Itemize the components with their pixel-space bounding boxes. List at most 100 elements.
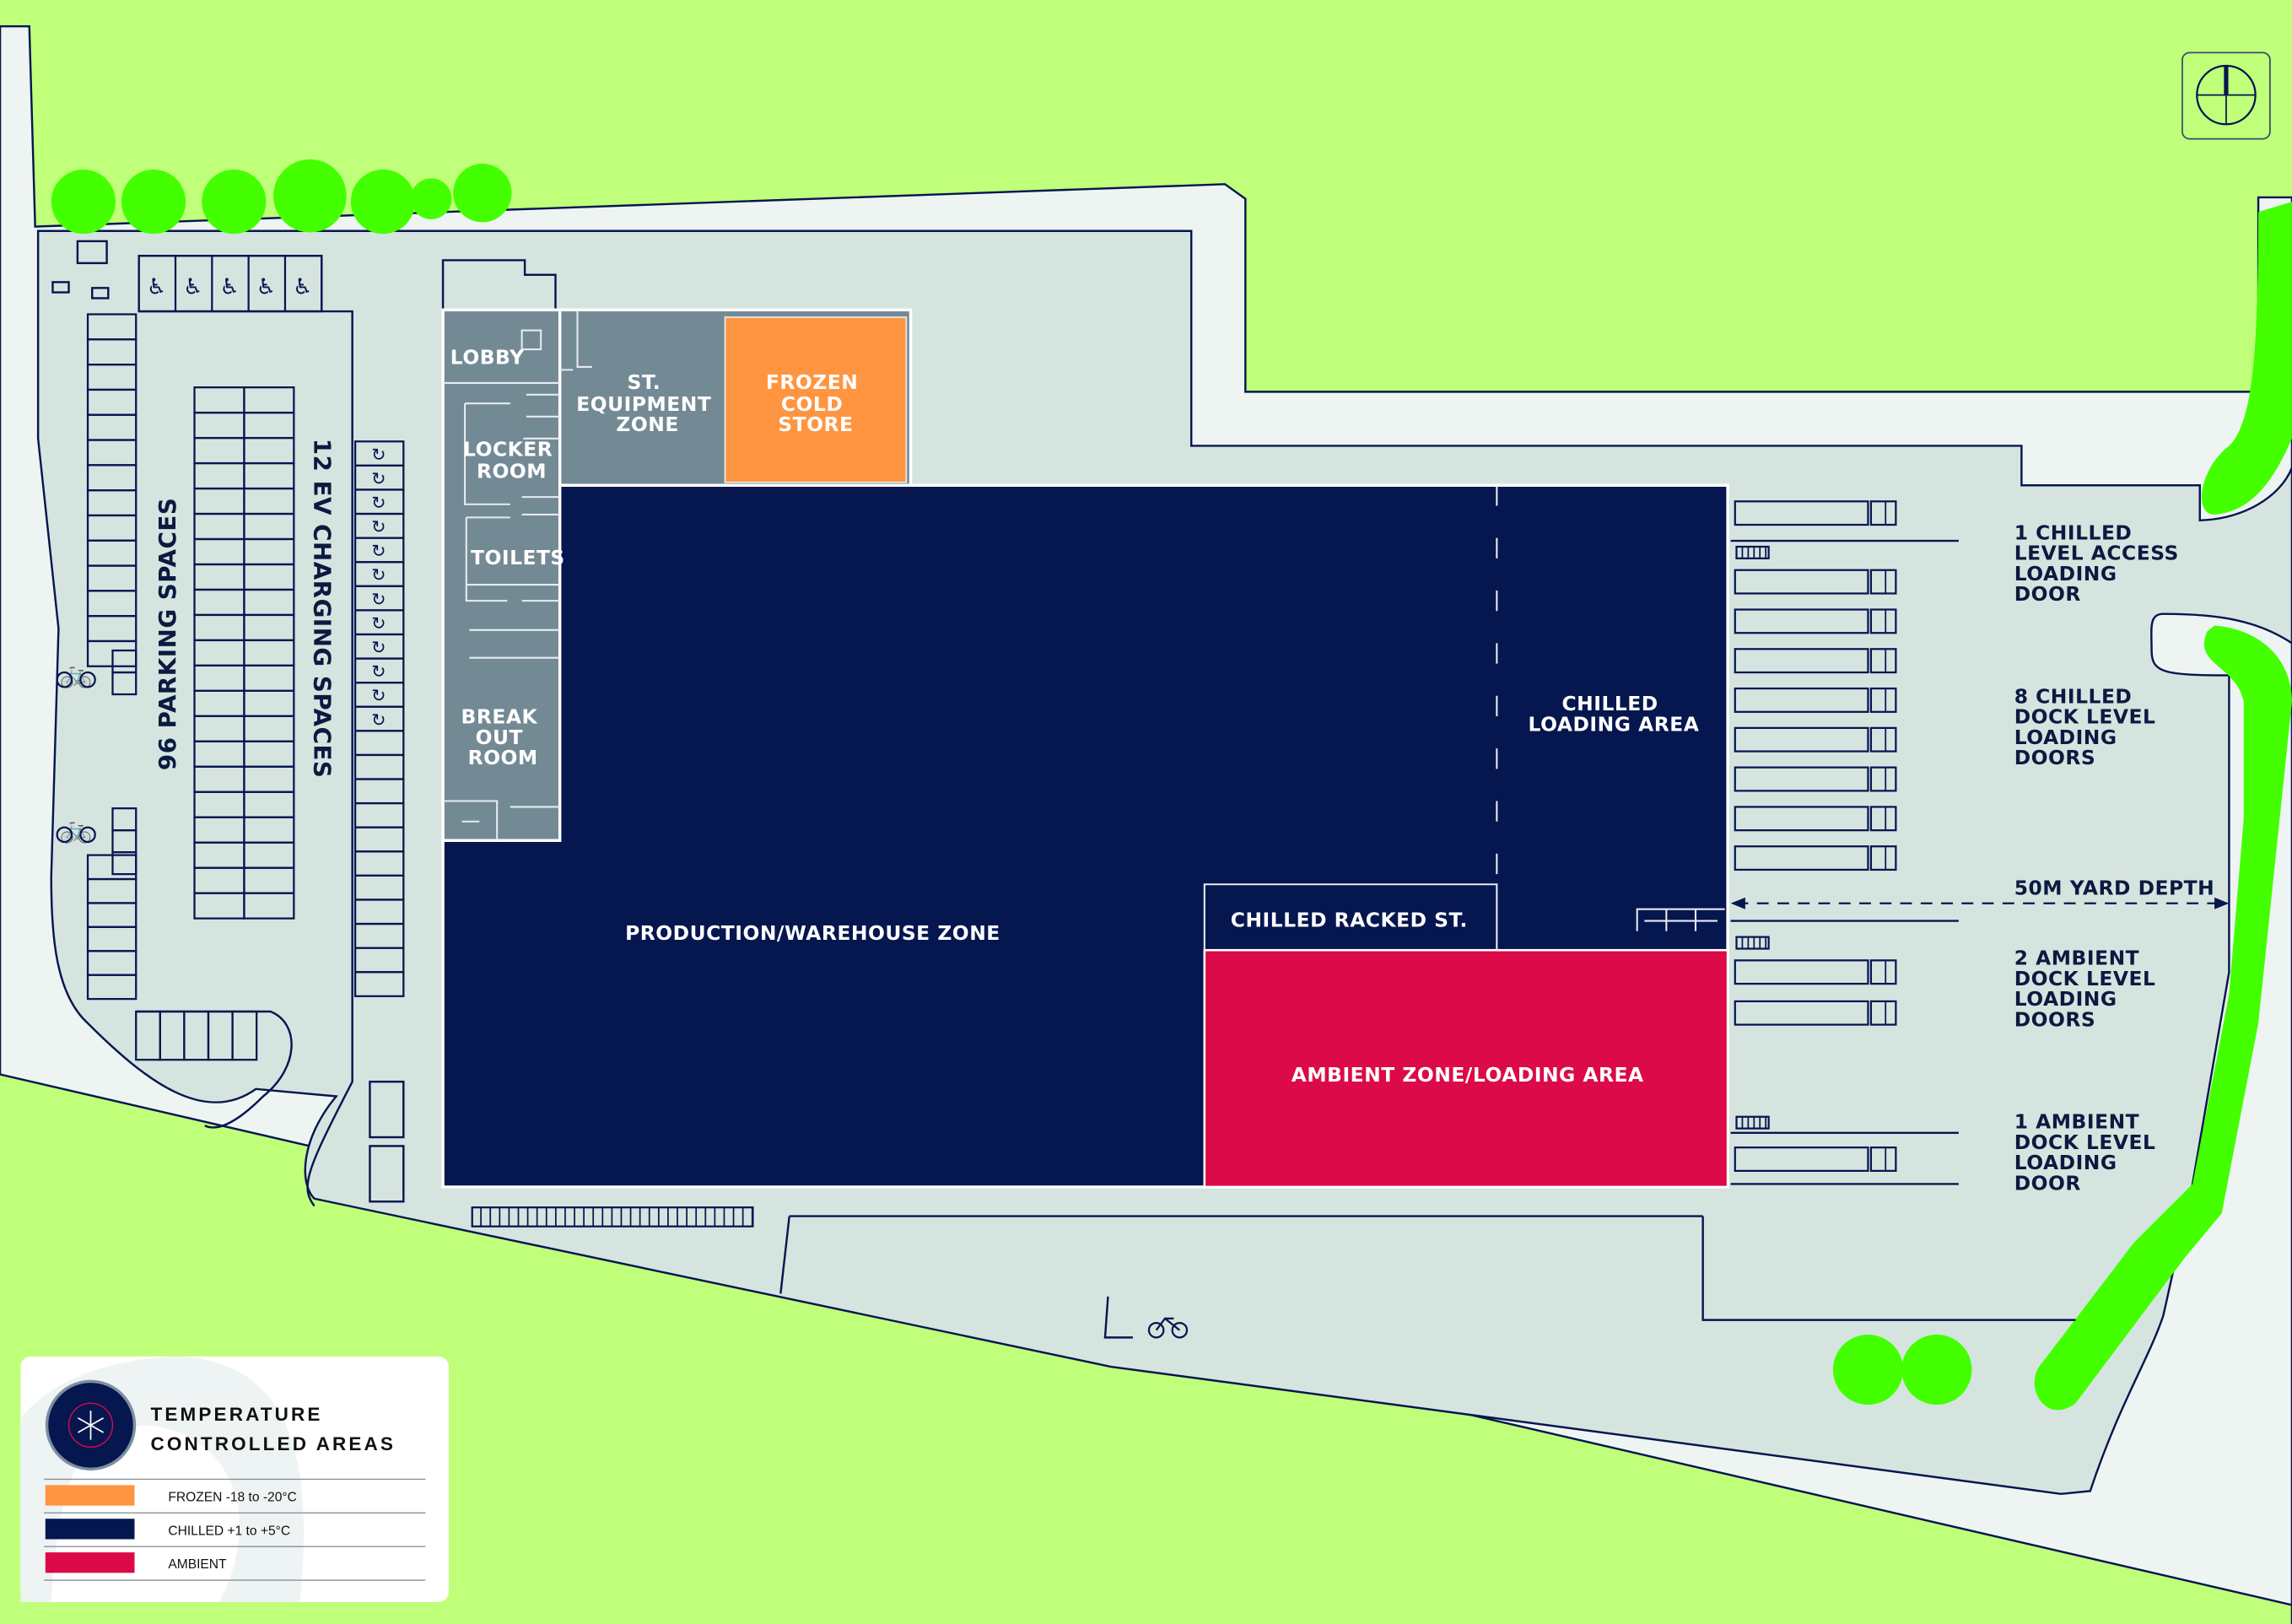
truck-cab [1869,608,1897,634]
locker-room-label: LOCKER ROOM [463,438,560,483]
truck-trailer [1734,726,1869,753]
bicycle-wheel [56,826,73,844]
legend-swatch [45,1552,135,1573]
chilled-loading-label: CHILLED LOADING AREA [1529,692,1700,736]
break-out-room-label: BREAK OUT ROOM [461,705,544,770]
lobby-fixture [520,329,542,351]
ambient-zone [1203,948,1729,1189]
tree-icon [410,178,452,219]
wheelchair-icon: ♿ [293,274,312,299]
bicycle-icon: 🚲 [60,814,93,844]
plant-structure [369,1080,405,1139]
legend-item-label: FROZEN -18 to -20°C [168,1490,297,1504]
chilled-racked-label: CHILLED RACKED ST. [1231,909,1468,932]
bicycle-wheel [56,671,73,688]
dock-leveller [1735,936,1770,950]
truck-cab [1869,845,1897,871]
small-structure [76,240,108,265]
tree-icon [350,169,416,235]
truck-trailer [1734,1147,1869,1172]
truck-trailer [1734,648,1869,674]
truck-trailer [1734,608,1869,634]
compass [2181,51,2271,140]
truck-cab [1869,500,1897,526]
service-road-lines [779,1215,1703,1339]
bicycle-wheel [79,671,96,688]
truck-cab [1869,726,1897,753]
bicycle-icon: 🚲 [60,659,93,689]
ev-charging-icon: ↻ [371,638,386,658]
entrance-canopy [441,259,557,310]
truck-cab [1869,766,1897,792]
truck-trailer [1734,569,1869,595]
bicycle-icon [1171,1321,1189,1339]
tree-icon [1832,1334,1904,1405]
legend: TEMPERATURE CONTROLLED AREAS FROZEN -18 … [20,1356,450,1603]
legend-item-label: AMBIENT [168,1557,227,1572]
landscape-strip-east [2034,625,2292,1411]
truck-trailer [1734,500,1869,526]
ev-charging-label: 12 EV CHARGING SPACES [309,439,337,779]
ev-charging-icon: ↻ [371,468,386,488]
yard-depth-label: 50M YARD DEPTH [2014,876,2215,899]
parking-island-curve [136,1010,293,1129]
ev-charging-icon: ↻ [371,493,386,513]
toilets-label: TOILETS [471,546,565,569]
wheelchair-icon: ♿ [183,274,202,299]
plant-structure [369,1145,405,1203]
legend-title-line2: CONTROLLED AREAS [151,1433,396,1454]
wheelchair-icon: ♿ [256,274,276,299]
small-structure [51,281,70,294]
ev-charging-icon: ↻ [371,541,386,561]
bicycle-wheel [79,826,96,844]
ev-charging-icon: ↻ [371,709,386,730]
frozen-cold-store [724,316,908,483]
ev-charging-icon: ↻ [371,589,386,609]
truck-cab [1869,687,1897,713]
parking-bay [353,971,405,997]
truck-cab [1869,1000,1897,1026]
compass-frame [2181,51,2271,140]
ev-charging-icon: ↻ [371,445,386,465]
parking-spaces-label: 96 PARKING SPACES [154,498,181,770]
yard-lines [1701,539,2076,1321]
parking-bay [243,892,295,920]
dock-office [1636,908,1725,931]
truck-trailer [1734,766,1869,792]
north-needle [2224,65,2229,95]
truck-trailer [1734,959,1869,985]
ev-charging-icon: ↻ [371,517,386,537]
truck-cab [1869,959,1897,985]
tree-icon [273,159,347,233]
truck-cab [1869,806,1897,832]
legend-swatch [45,1485,135,1506]
lobby-label: LOBBY [450,345,525,369]
bicycle-icon [1147,1321,1165,1339]
legend-swatch [45,1519,135,1540]
tree-icon [121,169,186,235]
truck-cab [1869,569,1897,595]
tree-icon [202,169,267,235]
legend-item-label: CHILLED +1 to +5°C [168,1524,290,1538]
snowflake-glyph [78,1411,105,1440]
truck-trailer [1734,687,1869,713]
office-walls [443,310,592,841]
bicycle-frame [1155,1317,1181,1331]
parking-bay [111,671,138,696]
ev-charging-icon: ↻ [371,686,386,706]
ambient-zone-label: AMBIENT ZONE/LOADING AREA [1292,1063,1644,1087]
chilled-racked-outline [1203,883,1498,951]
st-equipment-label: ST. EQUIPMENT ZONE [576,370,719,436]
ev-charging-icon: ↻ [371,565,386,585]
truck-trailer [1734,845,1869,871]
tree-icon [51,169,116,235]
parking-bay [86,974,138,1001]
truck-cab [1869,648,1897,674]
frozen-store-label: FROZEN COLD STORE [766,370,866,436]
landscape-strip-north-east [2201,202,2292,515]
